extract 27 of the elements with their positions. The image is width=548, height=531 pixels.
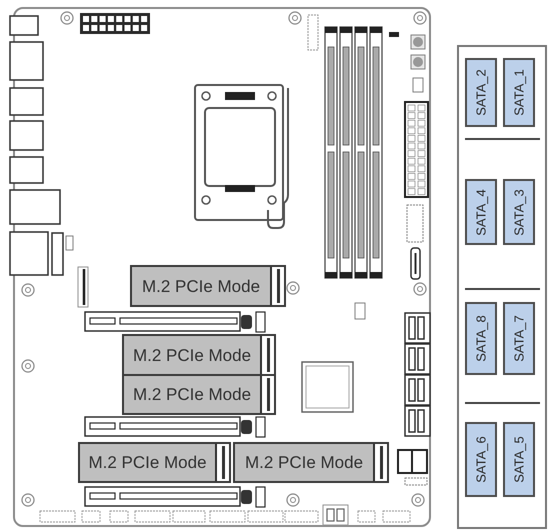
slot-label: M.2 PCIe Mode <box>132 386 252 403</box>
m2-slot <box>130 265 286 307</box>
port-label: SATA_1 <box>512 69 526 116</box>
port-label: SATA_3 <box>512 188 526 236</box>
slot-label: M.2 PCIe Mode <box>142 278 260 294</box>
m2-slot <box>233 442 389 483</box>
slot-label: M.2 PCIe Mode <box>244 454 364 471</box>
port-label: SATA_5 <box>512 436 526 483</box>
m2-slot <box>122 374 276 415</box>
sata-port-tile <box>503 179 535 245</box>
sata-port-tile <box>503 58 535 127</box>
slot-label: M.2 PCIe Mode <box>132 346 252 364</box>
sata-port-tile <box>465 179 497 245</box>
slot-label: M.2 PCIe Mode <box>88 454 207 471</box>
sata-port-tile <box>465 58 497 127</box>
sata-port-tile <box>503 302 535 375</box>
port-label: SATA_6 <box>474 436 488 483</box>
port-label: SATA_8 <box>474 315 488 362</box>
port-label: SATA_2 <box>474 69 488 116</box>
sata-panel <box>457 45 547 529</box>
m2-slot <box>122 334 276 376</box>
sata-port-tile <box>503 422 535 497</box>
port-label: SATA_4 <box>474 188 488 236</box>
port-label: SATA_7 <box>512 315 526 362</box>
m2-slot <box>78 442 231 483</box>
sata-port-tile <box>465 302 497 375</box>
sata-port-tile <box>465 422 497 497</box>
